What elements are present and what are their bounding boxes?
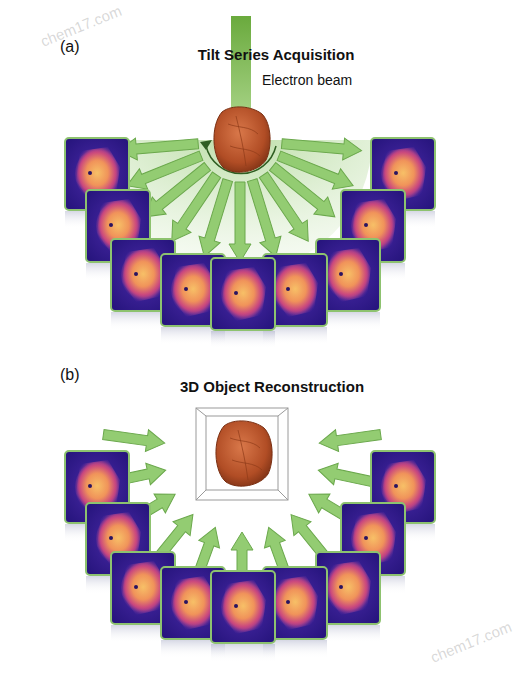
panel-letter: (b) [60,366,80,384]
panel-title: Tilt Series Acquisition [176,46,376,63]
watermark: chem17.com [38,2,124,50]
beam-label: Electron beam [262,72,352,88]
panel-title: 3D Object Reconstruction [142,378,402,395]
watermark: chem17.com [428,618,514,666]
